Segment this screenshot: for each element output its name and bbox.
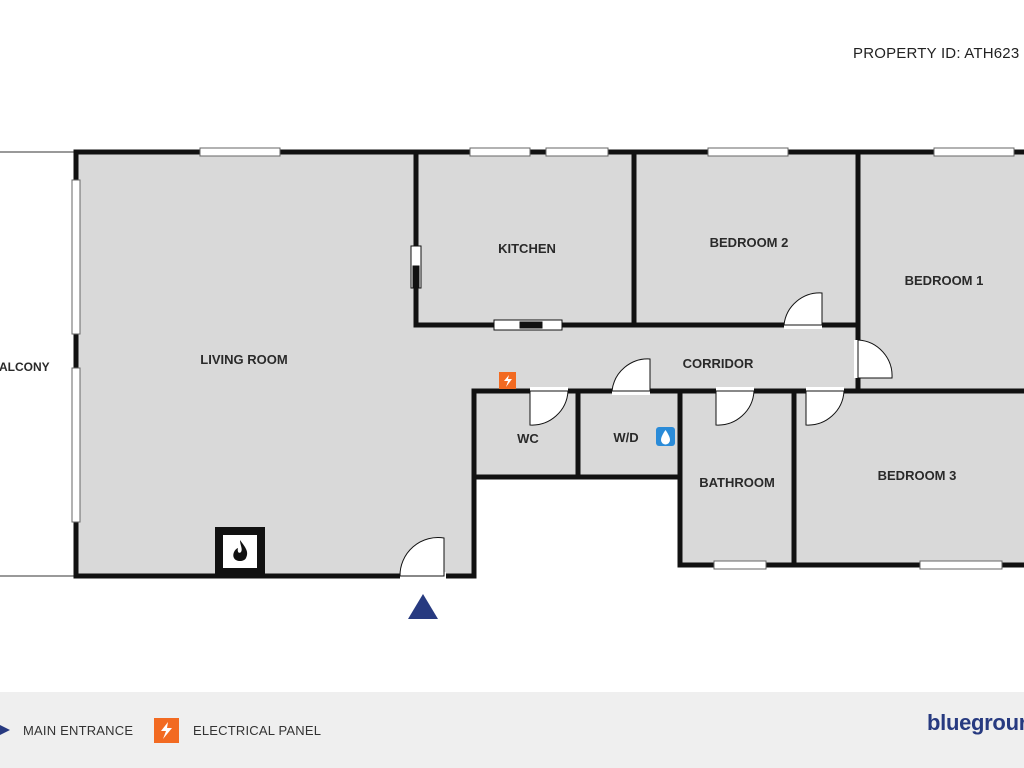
balcony-label: BALCONY [0,360,50,374]
bedroom-1-label: BEDROOM 1 [905,273,984,288]
corridor-label: CORRIDOR [683,356,754,371]
bedroom-3-door [805,390,845,426]
wd-label: W/D [613,430,638,445]
window [469,147,531,157]
window [199,147,281,157]
wc-door [529,390,569,426]
bedroom-1-door [857,339,893,379]
water-drop-icon [656,427,675,446]
sliding-doors [410,245,563,331]
window [919,560,1003,570]
kitchen-label: KITCHEN [498,241,556,256]
bedroom-3-floor [794,391,1024,565]
legend-electrical-panel-label: ELECTRICAL PANEL [193,722,322,738]
bathroom-door [715,390,755,426]
floor-plan: BALCONY LIVING ROOM KITCHEN BEDROOM 2 BE… [0,147,1024,619]
window [713,560,767,570]
legend-main-entrance: MAIN ENTRANCE [0,715,133,745]
windows [71,147,1015,570]
floor-areas [78,152,1024,576]
wd-door [611,358,651,392]
electrical-panel-icon [499,372,516,389]
bedroom-1-floor [858,152,1024,390]
wc-label: WC [517,431,539,446]
entrance-arrow-icon [408,594,438,619]
electrical-panel-icon [154,717,179,743]
window [707,147,789,157]
living-room-label: LIVING ROOM [200,352,287,367]
legend-bar: MAIN ENTRANCE ELECTRICAL PANEL bluegrour [0,692,1024,768]
bathroom-label: BATHROOM [699,475,775,490]
fireplace-icon [215,527,265,575]
bedroom-2-label: BEDROOM 2 [710,235,789,250]
window [71,367,81,523]
kitchen-floor [416,152,634,325]
entrance-door [399,537,445,577]
balcony [0,151,76,577]
swing-doors [399,292,893,580]
bedroom-3-label: BEDROOM 3 [878,468,957,483]
bedroom-2-door [783,292,823,326]
legend-main-entrance-label: MAIN ENTRANCE [23,722,134,738]
window [933,147,1015,157]
living-room-floor [78,152,474,576]
property-id: PROPERTY ID: ATH623 [853,45,1020,62]
entrance-arrow-icon [0,725,10,735]
window [71,179,81,335]
legend-electrical-panel: ELECTRICAL PANEL [154,715,321,745]
brand-logo: bluegrour [927,710,1024,735]
window [545,147,609,157]
